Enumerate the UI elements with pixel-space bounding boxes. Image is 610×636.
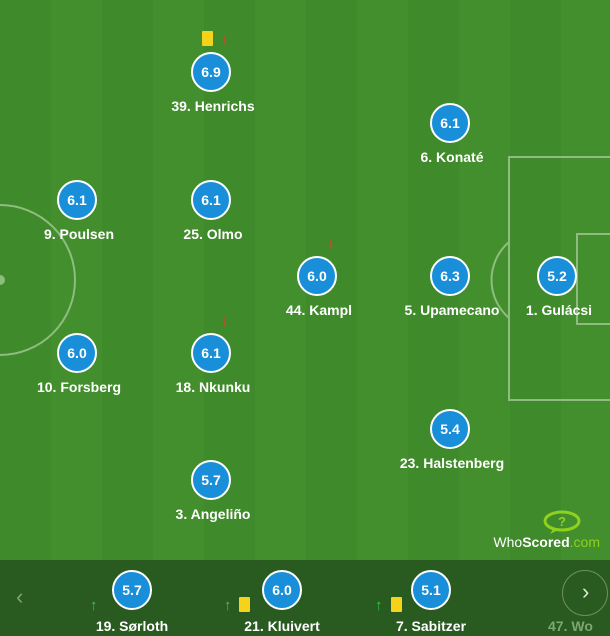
logo-wordmark: WhoScored.com	[493, 534, 600, 550]
player-gulacsi[interactable]: 5.2 1. Gulácsi	[484, 256, 610, 320]
player-rating: 6.0	[297, 256, 337, 296]
player-rating: 6.0	[262, 570, 302, 610]
player-rating: 6.9	[191, 52, 231, 92]
player-rating: 6.1	[191, 333, 231, 373]
player-name: 23. Halstenberg	[399, 455, 505, 471]
player-rating: 6.1	[191, 180, 231, 220]
subbed-on-arrow-icon: ↑	[90, 597, 98, 614]
player-name: 9. Poulsen	[43, 226, 115, 242]
pitch: 6.9 39. Henrichs ↓ 6.1 6. Konaté 6.1 9. …	[0, 0, 610, 560]
sub-player-kluivert[interactable]: 6.0 21. Kluivert	[212, 560, 352, 636]
player-rating: 5.7	[191, 460, 231, 500]
player-name: 6. Konaté	[420, 149, 484, 165]
sub-player-sabitzer[interactable]: 5.1 7. Sabitzer	[361, 560, 501, 636]
player-henrichs[interactable]: 6.9 39. Henrichs	[138, 52, 288, 116]
player-olmo[interactable]: 6.1 25. Olmo	[138, 180, 288, 244]
yellow-card-icon	[202, 31, 213, 46]
subbed-off-arrow-icon: ↓	[327, 235, 335, 252]
player-rating: 5.7	[112, 570, 152, 610]
player-rating: 6.0	[57, 333, 97, 373]
subbed-on-arrow-icon: ↑	[224, 597, 232, 614]
sub-player-partial-name: 47. Wo	[548, 618, 593, 634]
player-rating: 5.4	[430, 409, 470, 449]
player-konate[interactable]: 6.1 6. Konaté	[377, 103, 527, 167]
next-arrow-icon[interactable]: ›	[582, 579, 590, 604]
player-name: 21. Kluivert	[244, 618, 320, 634]
svg-text:?: ?	[558, 514, 566, 529]
player-name: 5. Upamecano	[404, 302, 500, 318]
player-name: 3. Angeliño	[175, 506, 251, 522]
player-name: 19. Sørloth	[95, 618, 169, 634]
pitch-markings	[0, 156, 610, 401]
next-button[interactable]	[562, 570, 608, 616]
subbed-on-arrow-icon: ↑	[375, 597, 383, 614]
player-name: 39. Henrichs	[171, 98, 255, 114]
yellow-card-icon	[391, 597, 402, 612]
substitutes-bar: ‹ 5.7 19. Sørloth ↑ 6.0 21. Kluivert ↑ 5…	[0, 560, 610, 636]
player-rating: 6.1	[57, 180, 97, 220]
player-poulsen[interactable]: 6.1 9. Poulsen	[4, 180, 154, 244]
player-name: 10. Forsberg	[36, 379, 122, 395]
yellow-card-icon	[239, 597, 250, 612]
player-angelino[interactable]: 5.7 3. Angeliño	[138, 460, 288, 524]
player-upamecano[interactable]: 6.3 5. Upamecano	[377, 256, 527, 320]
player-name: 25. Olmo	[183, 226, 243, 242]
logo-speech-bubble-icon: ?	[543, 510, 581, 534]
player-rating: 5.1	[411, 570, 451, 610]
player-rating: 6.1	[430, 103, 470, 143]
player-nkunku[interactable]: 6.1 18. Nkunku	[138, 333, 288, 397]
player-rating: 6.3	[430, 256, 470, 296]
player-name: 1. Gulácsi	[525, 302, 593, 318]
sub-player-sorloth[interactable]: 5.7 19. Sørloth	[62, 560, 202, 636]
player-name: 7. Sabitzer	[395, 618, 467, 634]
player-rating: 5.2	[537, 256, 577, 296]
subbed-off-arrow-icon: ↓	[221, 31, 229, 48]
player-kampl[interactable]: 6.0 44. Kampl	[244, 256, 394, 320]
player-halstenberg[interactable]: 5.4 23. Halstenberg	[377, 409, 527, 473]
whoscored-logo: ? WhoScored.com	[470, 510, 600, 550]
prev-arrow-icon[interactable]: ‹	[16, 584, 24, 609]
player-name: 18. Nkunku	[175, 379, 251, 395]
player-name: 44. Kampl	[285, 302, 353, 318]
player-forsberg[interactable]: 6.0 10. Forsberg	[4, 333, 154, 397]
subbed-off-arrow-icon: ↓	[221, 312, 229, 329]
